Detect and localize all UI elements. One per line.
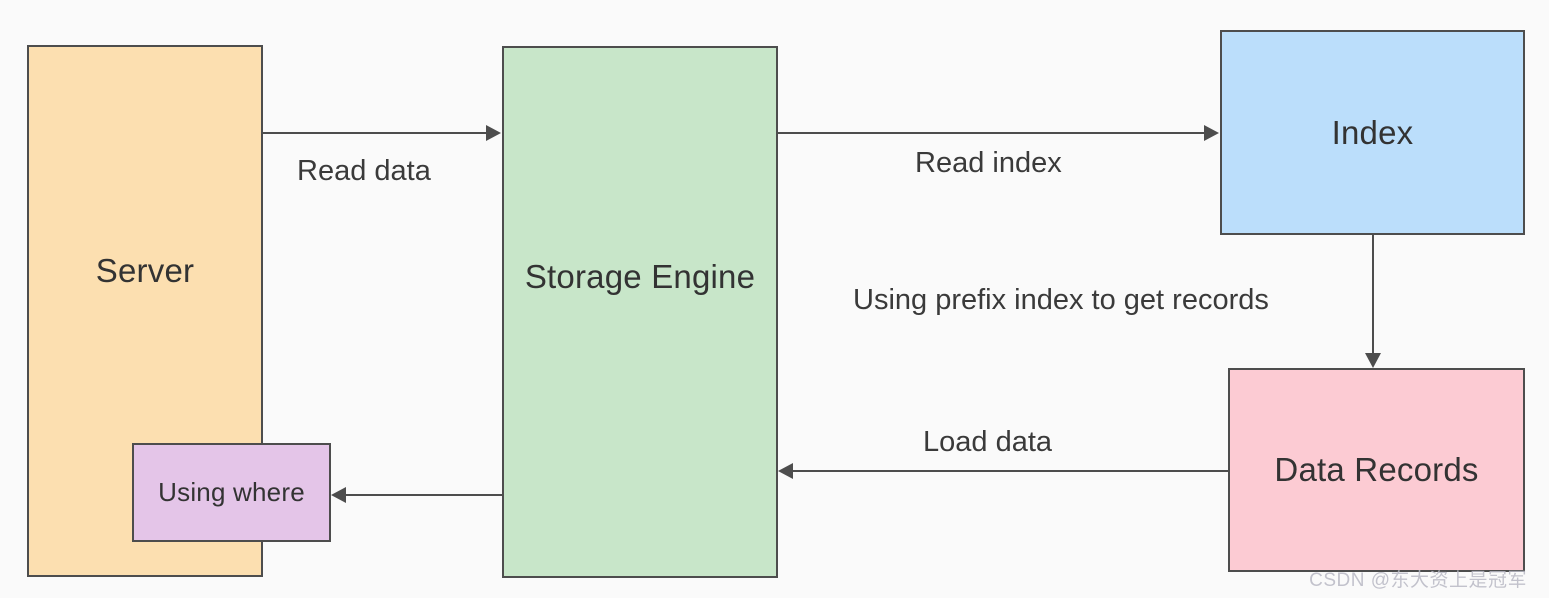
- edge-prefix-index-arrowhead-icon: [1365, 353, 1381, 368]
- edge-using-where-arrowhead-icon: [331, 487, 346, 503]
- node-data-records-label: Data Records: [1274, 451, 1479, 489]
- node-storage-engine[interactable]: Storage Engine: [502, 46, 778, 578]
- node-index[interactable]: Index: [1220, 30, 1525, 235]
- node-server-label: Server: [95, 252, 195, 290]
- edge-prefix-index-line: [1372, 235, 1374, 355]
- edge-load-data-arrowhead-icon: [778, 463, 793, 479]
- edge-read-data-line: [263, 132, 488, 134]
- node-storage-engine-label: Storage Engine: [524, 258, 756, 296]
- edge-prefix-index-label: Using prefix index to get records: [853, 284, 1269, 316]
- node-data-records[interactable]: Data Records: [1228, 368, 1525, 572]
- edge-read-index-arrowhead-icon: [1204, 125, 1219, 141]
- edge-read-index-label: Read index: [915, 147, 1062, 179]
- node-using-where[interactable]: Using where: [132, 443, 331, 542]
- edge-using-where-line: [345, 494, 502, 496]
- node-index-label: Index: [1331, 113, 1414, 151]
- edge-load-data-label: Load data: [923, 426, 1053, 458]
- edge-read-data-label: Read data: [297, 155, 431, 187]
- edge-load-data-line: [792, 470, 1228, 472]
- watermark: CSDN @东大资上是冠军: [1309, 570, 1527, 591]
- edge-read-index-line: [778, 132, 1206, 134]
- node-using-where-label: Using where: [158, 476, 305, 507]
- edge-read-data-arrowhead-icon: [486, 125, 501, 141]
